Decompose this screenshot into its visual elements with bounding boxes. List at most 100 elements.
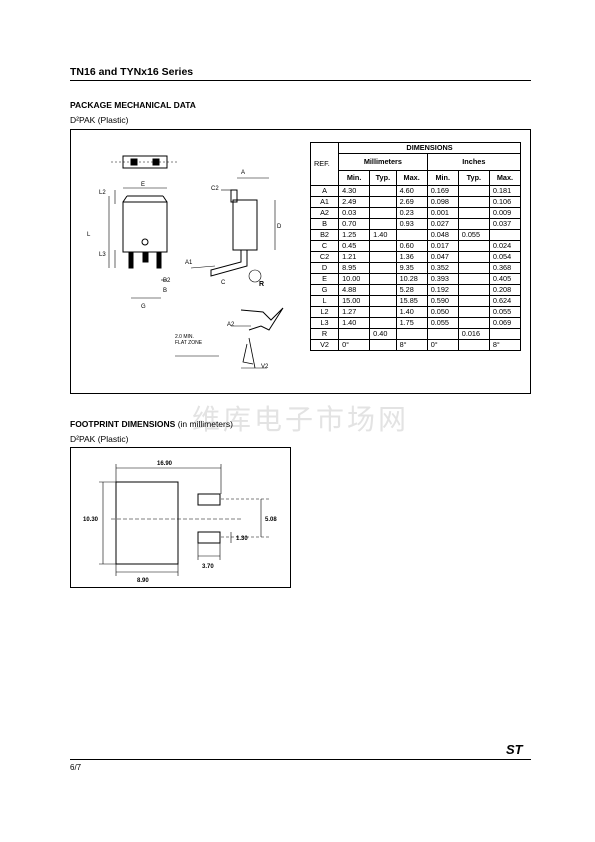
dimension-cell-in-max: 0.024	[488, 240, 522, 252]
dimension-cell-in-max: 0.037	[488, 218, 522, 230]
watermark-text: 维库电子市场网	[192, 403, 410, 436]
dimension-cell-in-min: 0°	[426, 339, 459, 351]
dimension-cell-mm-typ	[369, 306, 397, 318]
footprint-drawing: 16.90 10.30 8.90 5.08 1.30 3.70	[83, 461, 277, 584]
dimension-cell-mm-typ	[369, 196, 397, 208]
dimension-cell-mm-min: 1.27	[338, 306, 371, 318]
dimension-cell-in-max: 0.208	[488, 284, 522, 296]
dimension-cell-mm-max: 8°	[395, 339, 428, 351]
dimension-cell-mm-typ	[369, 273, 397, 285]
label-flat-zone-2: FLAT ZONE	[175, 340, 203, 346]
inches-header: Inches	[426, 153, 522, 171]
label-C: C	[221, 280, 226, 286]
dimension-cell-in-max: 0.405	[488, 273, 522, 285]
dimension-cell-in-typ	[457, 295, 490, 307]
dimension-cell-in-max: 0.624	[488, 295, 522, 307]
st-logo: ST	[506, 742, 523, 757]
dimension-cell-in-min: 0.055	[426, 317, 459, 329]
label-G: G	[141, 304, 146, 310]
label-D: D	[277, 224, 282, 230]
dimension-cell-ref: A1	[309, 196, 340, 208]
dimension-cell-mm-min: 2.49	[338, 196, 371, 208]
package-outline-drawing: E L2 L L3 B2 B G A C2 D A1 C R A2 V2 2.0…	[87, 155, 284, 370]
dimension-cell-ref: A	[309, 185, 340, 197]
package-section-subtitle: D²PAK (Plastic)	[70, 115, 129, 125]
label-L2: L2	[99, 190, 106, 196]
dimension-cell-mm-max: 9.35	[395, 262, 428, 274]
label-A1: A1	[185, 260, 193, 266]
dimension-cell-mm-max: 5.28	[395, 284, 428, 296]
dimension-cell-mm-min: 4.30	[338, 185, 371, 197]
dimension-cell-ref: A2	[309, 207, 340, 219]
dimension-cell-ref: L2	[309, 306, 340, 318]
dimension-cell-mm-max: 1.40	[395, 306, 428, 318]
dimension-cell-in-typ	[457, 273, 490, 285]
dimension-cell-ref: B2	[309, 229, 340, 241]
dimension-cell-mm-min	[338, 328, 371, 340]
label-L3: L3	[99, 252, 106, 258]
dimension-cell-mm-max: 0.93	[395, 218, 428, 230]
dimension-cell-in-min: 0.352	[426, 262, 459, 274]
header-rule	[70, 80, 531, 81]
dimension-cell-in-max: 0.181	[488, 185, 522, 197]
dimensions-table: REF. DIMENSIONS Millimeters Inches Min. …	[309, 142, 522, 351]
dim-pad-gap: 5.08	[265, 517, 277, 523]
dimension-cell-mm-max: 4.60	[395, 185, 428, 197]
dimension-cell-ref: D	[309, 262, 340, 274]
dimension-cell-mm-min: 15.00	[338, 295, 371, 307]
sub-header: Typ.	[457, 170, 490, 186]
dimension-cell-mm-typ	[369, 218, 397, 230]
dimension-cell-in-typ	[457, 339, 490, 351]
label-A2: A2	[227, 322, 235, 328]
dimension-cell-mm-min: 0°	[338, 339, 371, 351]
dimensions-header: DIMENSIONS	[338, 142, 521, 154]
dimension-cell-mm-min: 10.00	[338, 273, 371, 285]
dimension-cell-mm-max	[395, 328, 428, 340]
dimension-cell-in-max: 0.106	[488, 196, 522, 208]
label-C2: C2	[211, 186, 219, 192]
dimension-cell-ref: R	[309, 328, 340, 340]
dimension-cell-mm-max: 1.75	[395, 317, 428, 329]
dimension-cell-in-max	[488, 229, 522, 241]
dimension-cell-mm-max	[395, 229, 428, 241]
dimension-cell-in-typ	[457, 240, 490, 252]
mm-header: Millimeters	[338, 153, 428, 171]
dimension-cell-mm-min: 1.40	[338, 317, 371, 329]
label-R: R	[259, 281, 264, 288]
footprint-title: FOOTPRINT DIMENSIONS	[70, 419, 176, 429]
footer-rule	[70, 759, 531, 760]
dimension-cell-in-min: 0.048	[426, 229, 459, 241]
dimension-cell-mm-typ	[369, 295, 397, 307]
dimension-cell-mm-max: 0.60	[395, 240, 428, 252]
dimension-cell-mm-typ: 1.40	[369, 229, 397, 241]
sub-header: Min.	[338, 170, 371, 186]
dimension-cell-ref: C	[309, 240, 340, 252]
dimension-cell-mm-typ	[369, 185, 397, 197]
dimension-cell-mm-typ	[369, 284, 397, 296]
label-E: E	[141, 182, 145, 188]
dimension-cell-mm-max: 10.28	[395, 273, 428, 285]
dimension-cell-ref: L	[309, 295, 340, 307]
dimension-cell-in-min: 0.050	[426, 306, 459, 318]
dim-lead-len: 3.70	[202, 564, 214, 570]
footprint-section-title: FOOTPRINT DIMENSIONS (in millimeters)	[70, 419, 233, 429]
label-V2: V2	[261, 364, 269, 370]
dimension-cell-in-typ: 0.055	[457, 229, 490, 241]
dimension-cell-in-typ	[457, 185, 490, 197]
dimension-cell-in-typ	[457, 196, 490, 208]
dimension-cell-ref: V2	[309, 339, 340, 351]
dimension-cell-in-min: 0.098	[426, 196, 459, 208]
dimension-cell-mm-min: 4.88	[338, 284, 371, 296]
sub-header: Max.	[395, 170, 428, 186]
dimension-cell-in-max: 0.054	[488, 251, 522, 263]
dimension-cell-ref: G	[309, 284, 340, 296]
dimension-cell-in-max: 0.368	[488, 262, 522, 274]
